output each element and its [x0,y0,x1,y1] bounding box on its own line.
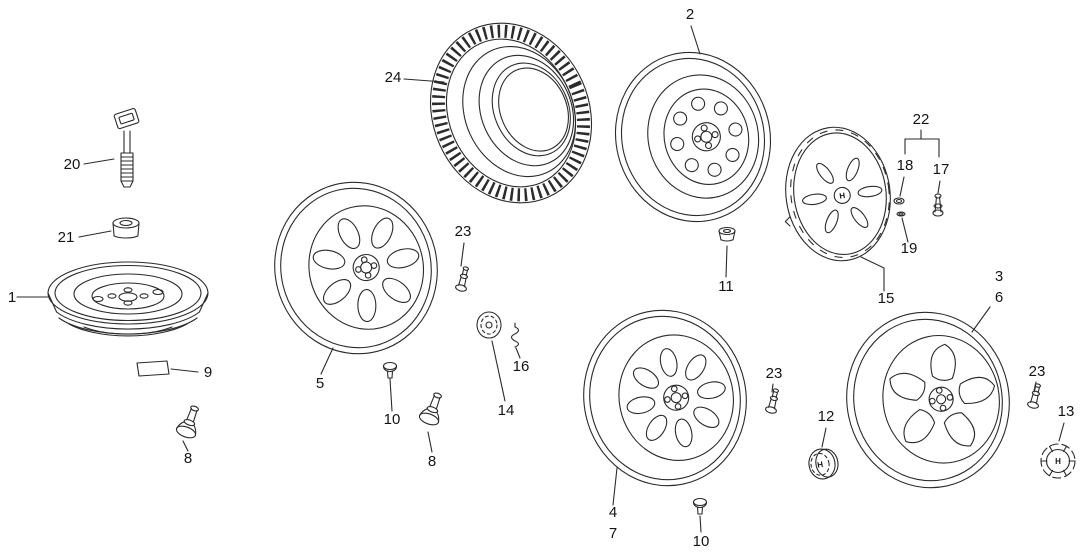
valve-small-center [765,388,780,414]
callout-23-left: 23 [455,223,472,240]
callout-2: 2 [686,6,694,23]
callout-8-center: 8 [428,453,436,470]
valve-grommet-nut [112,217,140,239]
callout-24: 24 [385,69,402,86]
wheel-cover: H [784,126,891,262]
callout-23-center: 23 [766,365,783,382]
callout-17: 17 [933,161,950,178]
callout-21: 21 [58,229,75,246]
valve-stem-center [418,392,442,426]
retainer-clip [510,322,520,348]
screw-left [382,361,398,379]
callout-14: 14 [498,402,515,419]
leader-lines [16,25,1065,533]
alloy-wheel-oval-slots [583,309,747,487]
callout-20: 20 [64,156,81,173]
callout-10-left: 10 [384,411,401,428]
callout-23-right: 23 [1029,363,1046,380]
callout-9: 9 [204,364,212,381]
steel-wheel-front [614,51,772,223]
valve-ring [893,197,905,205]
cover-logo-letter: H [839,191,846,201]
callout-labels: 1 2 3 4 5 6 7 8 8 9 10 10 11 12 13 14 15… [8,6,1075,550]
alloy-wheel-7-spoke [274,181,438,355]
callout-22: 22 [913,111,930,128]
valve-stem-left [175,405,199,439]
callout-16: 16 [513,358,530,375]
callout-4: 4 [609,504,617,521]
callout-15: 15 [878,290,895,307]
callout-1: 1 [8,289,16,306]
valve-core [932,193,944,217]
wheel-cap [476,311,502,339]
valve-small-left [455,266,470,292]
callout-3: 3 [995,268,1003,285]
callout-19: 19 [901,240,918,257]
callout-13: 13 [1058,403,1075,420]
screw-bottom [692,497,708,515]
valve-inner-part [896,211,906,217]
center-cap-small: H [808,448,839,480]
callout-10-bottom: 10 [693,533,710,550]
callout-6: 6 [995,289,1003,306]
callout-5: 5 [316,375,324,392]
balance-weight [136,360,170,377]
flower-cap-logo-letter: H [1055,457,1061,466]
callout-8-left: 8 [184,450,192,467]
center-cap-flower: H [1040,443,1076,479]
alloy-wheel-5-spoke [846,311,1010,489]
callout-18: 18 [897,157,914,174]
tire [429,22,593,204]
valve-sensor-assembly [113,108,140,188]
steel-wheel-side-view [47,261,209,337]
callout-7: 7 [609,525,617,542]
callout-12: 12 [818,408,835,425]
callout-11: 11 [718,278,734,295]
cap-logo-letter: H [816,460,823,470]
wheel-nut [718,226,736,242]
